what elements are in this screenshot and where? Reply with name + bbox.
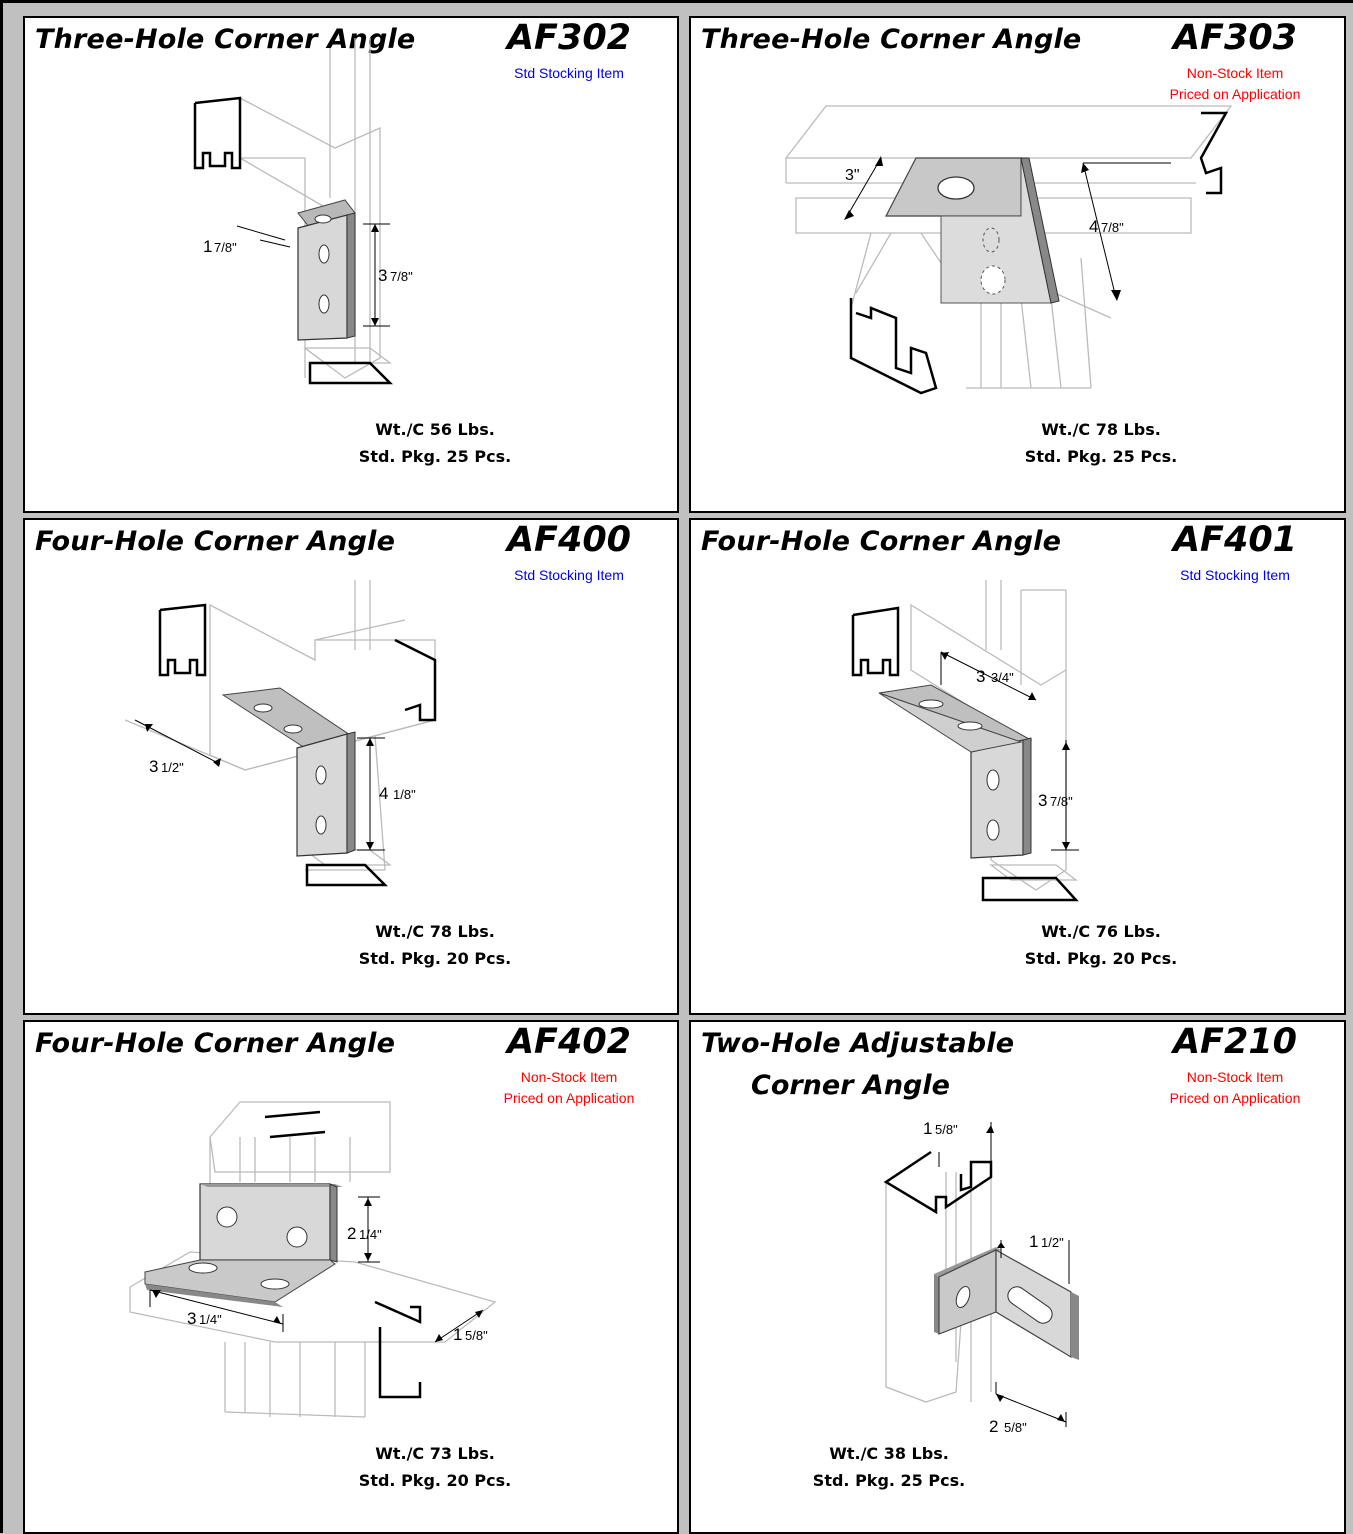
product-code: AF400 [506,520,632,560]
product-card-af302: Three-Hole Corner Angle AF302 Std Stocki… [23,16,679,513]
product-code: AF302 [506,18,632,58]
dimension-label: 1 [453,1325,462,1344]
product-card-af400: Four-Hole Corner Angle AF400 Std Stockin… [23,518,679,1015]
product-code: AF401 [1172,520,1298,560]
stock-status: Non-Stock Item [520,1069,618,1085]
product-title: Four-Hole Corner Angle [35,526,396,557]
stock-status: Std Stocking Item [514,567,624,583]
product-drawing-af303: 3" 4 7/8" [784,105,1233,395]
dimension-label: 7/8" [390,269,413,284]
dimension-label: 1 [203,237,212,256]
dimension-label: 4 [1089,217,1098,236]
dimension-label: 5/8" [935,1122,958,1137]
dimension-label: 3 [149,757,158,776]
weight-text: Wt./C 78 Lbs. [1041,420,1161,439]
dimension-label: 1/4" [199,1312,222,1327]
product-code: AF210 [1172,1022,1298,1062]
dimension-label: 3 [976,667,985,686]
stock-status: Std Stocking Item [1180,567,1290,583]
dimension-label: 1/4" [359,1227,382,1242]
spec-block: Wt./C 78 Lbs. Std. Pkg. 25 Pcs. [991,416,1211,470]
dimension-label: 1 [1029,1232,1038,1251]
package-text: Std. Pkg. 25 Pcs. [358,447,512,466]
dimension-label: 7/8" [1101,220,1124,235]
dimension-label: 3 [1038,791,1047,810]
dimension-label: 3/4" [991,670,1014,685]
product-drawing-af402: 2 1/4" 3 1/4" 1 5/8" [129,1101,497,1418]
weight-text: Wt./C 76 Lbs. [1041,922,1161,941]
stock-status: Non-Stock Item [1186,1069,1284,1085]
dimension-label: 3" [845,167,860,184]
product-card-af402: Four-Hole Corner Angle AF402 Non-Stock I… [23,1020,679,1534]
spec-block: Wt./C 76 Lbs. Std. Pkg. 20 Pcs. [991,918,1211,972]
package-text: Std. Pkg. 25 Pcs. [1024,447,1178,466]
package-text: Std. Pkg. 25 Pcs. [812,1471,966,1490]
weight-text: Wt./C 73 Lbs. [375,1444,495,1463]
product-card-af401: Four-Hole Corner Angle AF401 Std Stockin… [689,518,1346,1015]
weight-text: Wt./C 56 Lbs. [375,420,495,439]
weight-text: Wt./C 38 Lbs. [829,1444,949,1463]
product-drawing-af302: 1 7/8" 3 7/8" [193,38,413,385]
pricing-note: Priced on Application [503,1090,635,1106]
product-title-line2: Corner Angle [751,1070,950,1101]
spec-block: Wt./C 73 Lbs. Std. Pkg. 20 Pcs. [325,1440,545,1494]
stock-status: Non-Stock Item [1186,65,1284,81]
spec-block: Wt./C 78 Lbs. Std. Pkg. 20 Pcs. [325,918,545,972]
dimension-label: 2 [347,1224,356,1243]
stock-status: Std Stocking Item [514,65,624,81]
weight-text: Wt./C 78 Lbs. [375,922,495,941]
dimension-label: 1/8" [393,787,416,802]
product-drawing-af401: 3 3/4" 3 7/8" [851,580,1079,902]
dimension-label: 7/8" [1050,794,1073,809]
dimension-label: 1/2" [1041,1235,1064,1250]
product-card-af210: Two-Hole Adjustable Corner Angle AF210 N… [689,1020,1346,1534]
product-title: Four-Hole Corner Angle [35,1028,396,1059]
product-title: Three-Hole Corner Angle [701,24,1082,55]
package-text: Std. Pkg. 20 Pcs. [358,949,512,968]
pricing-note: Priced on Application [1169,1090,1301,1106]
product-drawing-af400: 3 1/2" 4 1/8" [124,580,437,887]
dimension-label: 1/2" [161,760,184,775]
dimension-label: 4 [379,784,388,803]
spec-block: Wt./C 56 Lbs. Std. Pkg. 25 Pcs. [325,416,545,470]
dimension-label: 7/8" [214,240,237,255]
product-title: Two-Hole Adjustable [701,1028,1015,1059]
product-code: AF402 [506,1022,632,1062]
dimension-label: 2 [989,1417,998,1436]
dimension-label: 5/8" [465,1328,488,1343]
dimension-label: 1 [923,1119,932,1138]
product-code: AF303 [1172,18,1298,58]
product-card-af303: Three-Hole Corner Angle AF303 Non-Stock … [689,16,1346,513]
dimension-label: 5/8" [1004,1420,1027,1435]
product-title: Four-Hole Corner Angle [701,526,1062,557]
package-text: Std. Pkg. 20 Pcs. [358,1471,512,1490]
dimension-label: 3 [187,1309,196,1328]
product-title: Three-Hole Corner Angle [35,24,416,55]
dimension-label: 3 [378,266,387,285]
spec-block: Wt./C 38 Lbs. Std. Pkg. 25 Pcs. [779,1440,999,1494]
pricing-note: Priced on Application [1169,86,1301,102]
product-drawing-af210: 1 5/8" 1 1/2" 2 5/8" [883,1119,1079,1436]
package-text: Std. Pkg. 20 Pcs. [1024,949,1178,968]
